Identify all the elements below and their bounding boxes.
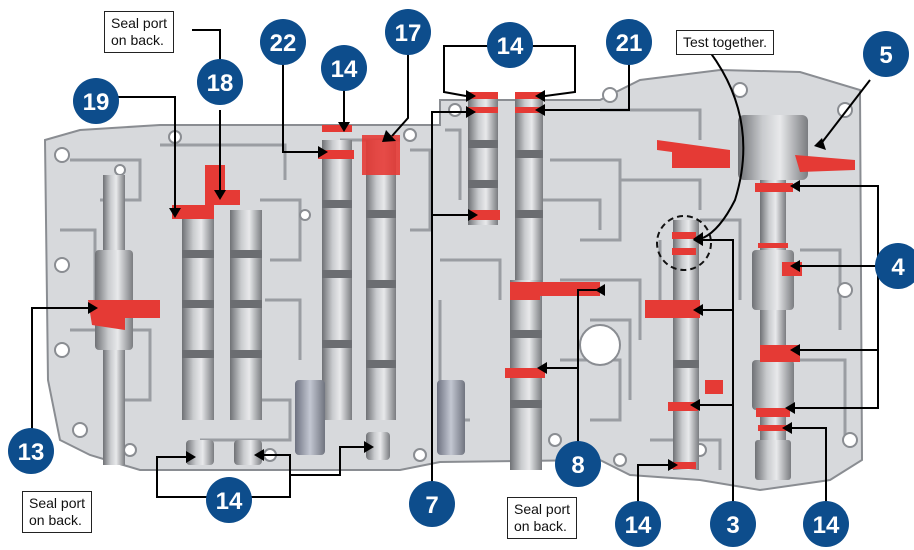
callout-14-bottom: 14 bbox=[615, 501, 661, 547]
svg-text:17: 17 bbox=[395, 20, 422, 47]
note-seal-port-bottom: Seal port on back. bbox=[507, 497, 578, 539]
callout-22: 22 bbox=[260, 19, 306, 65]
svg-text:21: 21 bbox=[616, 30, 643, 57]
callout-19: 19 bbox=[73, 78, 119, 124]
svg-text:3: 3 bbox=[726, 512, 739, 539]
callout-17: 17 bbox=[385, 9, 431, 55]
callout-8: 8 bbox=[555, 441, 601, 487]
callout-7: 7 bbox=[409, 481, 455, 527]
note-seal-port-top: Seal port on back. bbox=[104, 11, 175, 53]
svg-text:22: 22 bbox=[270, 30, 297, 57]
svg-text:14: 14 bbox=[331, 56, 358, 83]
svg-text:14: 14 bbox=[813, 512, 840, 539]
svg-text:18: 18 bbox=[207, 70, 234, 97]
arrowheads bbox=[88, 90, 826, 471]
svg-text:19: 19 bbox=[83, 89, 110, 116]
svg-text:7: 7 bbox=[425, 492, 438, 519]
test-together-circle bbox=[656, 215, 712, 271]
callout-5: 5 bbox=[863, 31, 909, 77]
callout-14-top: 14 bbox=[321, 45, 367, 91]
callout-14-bottom-right: 14 bbox=[803, 501, 849, 547]
callout-14-topright: 14 bbox=[487, 22, 533, 68]
svg-text:13: 13 bbox=[18, 439, 45, 466]
leader-lines bbox=[31, 29, 879, 507]
callout-18: 18 bbox=[197, 59, 243, 105]
callouts: 22 14 17 18 19 14 21 5 bbox=[8, 9, 914, 547]
svg-text:14: 14 bbox=[216, 488, 243, 515]
svg-text:4: 4 bbox=[891, 254, 905, 281]
svg-text:8: 8 bbox=[571, 452, 584, 479]
svg-text:14: 14 bbox=[497, 33, 524, 60]
note-test-together: Test together. bbox=[676, 30, 775, 55]
callout-13: 13 bbox=[8, 428, 54, 474]
svg-text:14: 14 bbox=[625, 512, 652, 539]
callout-4: 4 bbox=[875, 243, 914, 289]
note-seal-port-left: Seal port on back. bbox=[22, 491, 93, 533]
svg-text:5: 5 bbox=[879, 42, 892, 69]
callout-3: 3 bbox=[710, 501, 756, 547]
callout-14-bottom-left: 14 bbox=[206, 477, 252, 523]
seal-highlights bbox=[88, 92, 855, 469]
callout-21: 21 bbox=[606, 19, 652, 65]
